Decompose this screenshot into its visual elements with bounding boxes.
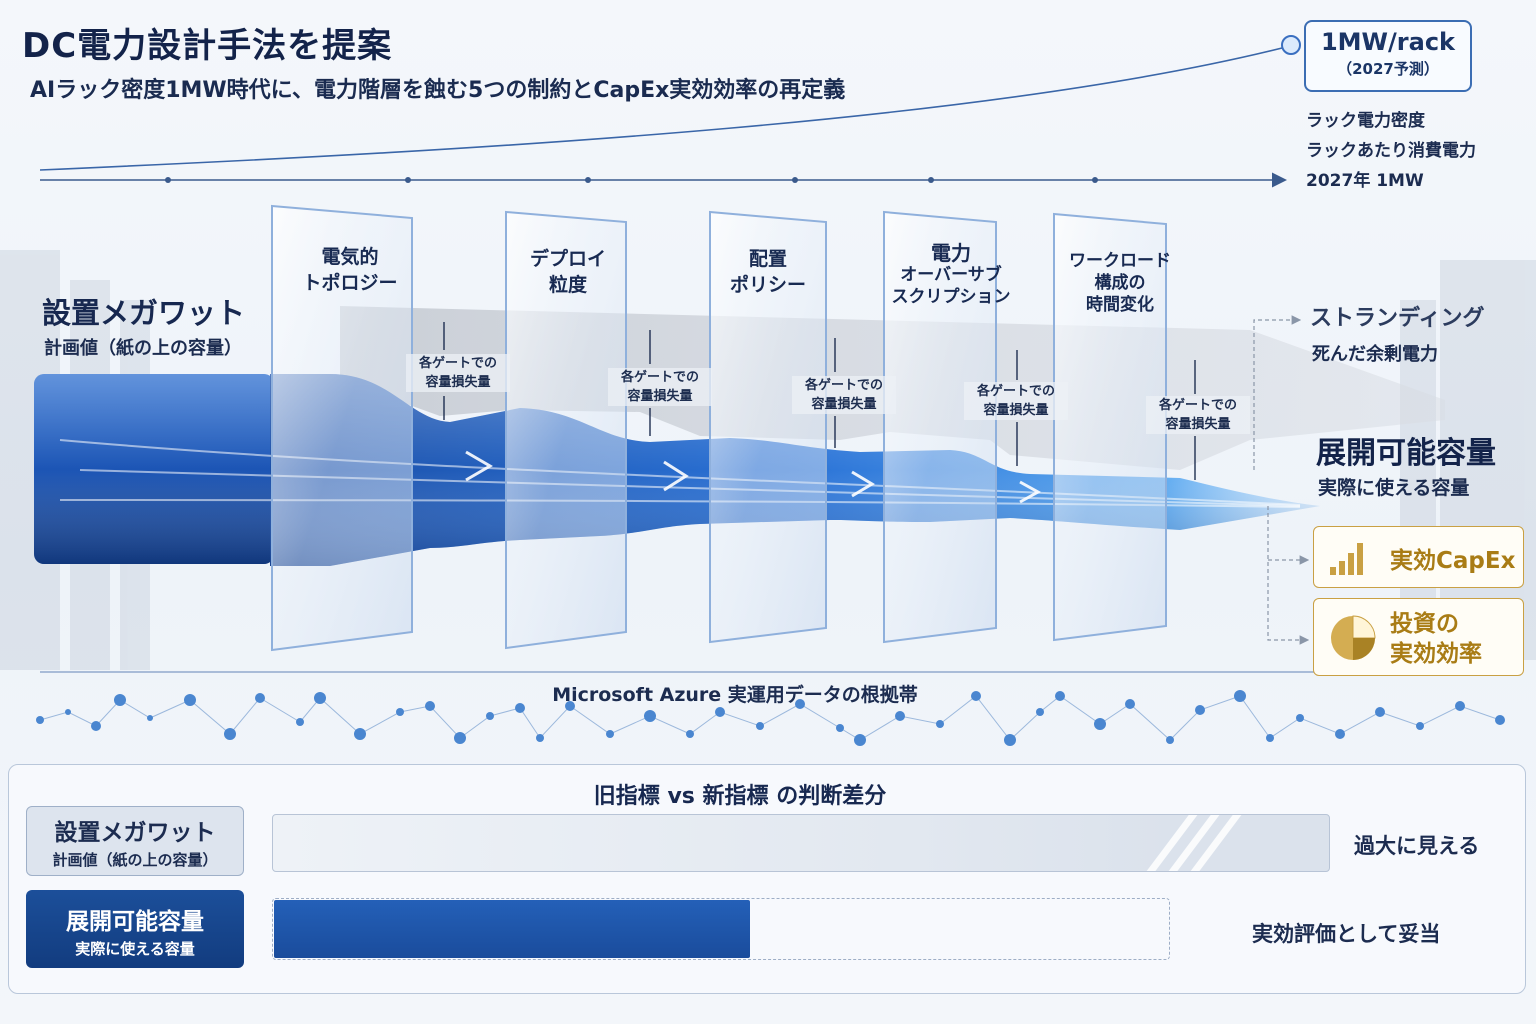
- gate-panel-1: [271, 204, 413, 652]
- old-bar-stripe: [1190, 815, 1242, 871]
- old-bar-stripe: [1168, 815, 1220, 871]
- page-title: DC電力設計手法を提案: [22, 26, 393, 66]
- gate-panel-4: [883, 210, 997, 644]
- new-metric-bar-outline: [272, 898, 1170, 960]
- deployable-title: 展開可能容量: [1316, 436, 1496, 471]
- source-subtitle: 計画値（紙の上の容量）: [44, 338, 242, 359]
- efficiency-label: 投資の 実効効率: [1390, 611, 1482, 667]
- gate-panel-5: [1053, 212, 1167, 642]
- projection-line: ラックあたり消費電力: [1306, 141, 1476, 161]
- old-metric-title: 設置メガワット: [54, 820, 216, 846]
- gate-label-3: 配置 ポリシー: [729, 248, 806, 296]
- projection-line: 2027年 1MW: [1306, 171, 1424, 191]
- gate-panel-3: [709, 210, 827, 644]
- timeline-ticks: [165, 177, 1098, 183]
- loss-label-4: 各ゲートでの容量損失量: [964, 382, 1068, 420]
- loss-arrows: [443, 322, 1196, 480]
- projection-box: 1MW/rack （2027予測）: [1304, 20, 1472, 92]
- loss-label-5: 各ゲートでの容量損失量: [1146, 396, 1250, 434]
- efficiency-card: 投資の 実効効率: [1313, 598, 1524, 676]
- growth-curve: [39, 45, 1291, 171]
- source-title: 設置メガワット: [42, 296, 246, 330]
- deployable-subtitle: 実際に使える容量: [1318, 477, 1470, 499]
- loss-label-1: 各ゲートでの容量損失量: [406, 354, 510, 392]
- new-metric-bar: [274, 900, 750, 958]
- stranding-title: ストランディング: [1310, 306, 1485, 331]
- loss-label-2: 各ゲートでの容量損失量: [608, 368, 712, 406]
- new-metric-box: 展開可能容量 実際に使える容量: [26, 890, 244, 968]
- evidence-network: [36, 690, 1505, 746]
- capex-card: 実効CapEx: [1313, 526, 1524, 588]
- outcome-connectors: [1253, 315, 1310, 645]
- page-subtitle: AIラック密度1MW時代に、電力階層を蝕む5つの制約とCapEx実効効率の再定義: [30, 78, 846, 103]
- bar-chart-icon: [1330, 543, 1363, 575]
- old-metric-box: 設置メガワット 計画値（紙の上の容量）: [26, 806, 244, 876]
- stranding-subtitle: 死んだ余剰電力: [1312, 344, 1438, 365]
- new-metric-title: 展開可能容量: [66, 909, 204, 935]
- old-metric-subtitle: 計画値（紙の上の容量）: [52, 851, 218, 869]
- evidence-label: Microsoft Azure 実運用データの根拠帯: [552, 684, 918, 706]
- old-metric-bar: [272, 814, 1330, 872]
- capex-label: 実効CapEx: [1390, 548, 1516, 574]
- comparison-title: 旧指標 vs 新指標 の判断差分: [593, 784, 887, 809]
- new-metric-subtitle: 実際に使える容量: [75, 940, 195, 958]
- projection-value: 1MW/rack: [1320, 28, 1456, 56]
- gate-panels: [271, 204, 1167, 652]
- curve-endpoint: [1281, 35, 1301, 55]
- new-metric-verdict: 実効評価として妥当: [1252, 922, 1441, 946]
- projection-line: ラック電力密度: [1306, 111, 1425, 131]
- pie-chart-icon: [1331, 615, 1376, 660]
- projection-note: （2027予測）: [1337, 60, 1439, 78]
- flow-chevrons: [465, 450, 1042, 504]
- gate-label-4: 電力 オーバーサブ スクリプション: [891, 241, 1011, 307]
- gate-panel-2: [505, 210, 627, 650]
- old-bar-stripe: [1146, 815, 1198, 871]
- old-metric-verdict: 過大に見える: [1354, 834, 1480, 858]
- gate-label-1: 電気的 トポロジー: [302, 246, 398, 294]
- comparison-panel: [8, 764, 1526, 994]
- gate-label-5: ワークロード 構成の 時間変化: [1069, 251, 1171, 315]
- loss-label-3: 各ゲートでの容量損失量: [792, 376, 896, 414]
- gate-label-2: デプロイ 粒度: [529, 248, 606, 296]
